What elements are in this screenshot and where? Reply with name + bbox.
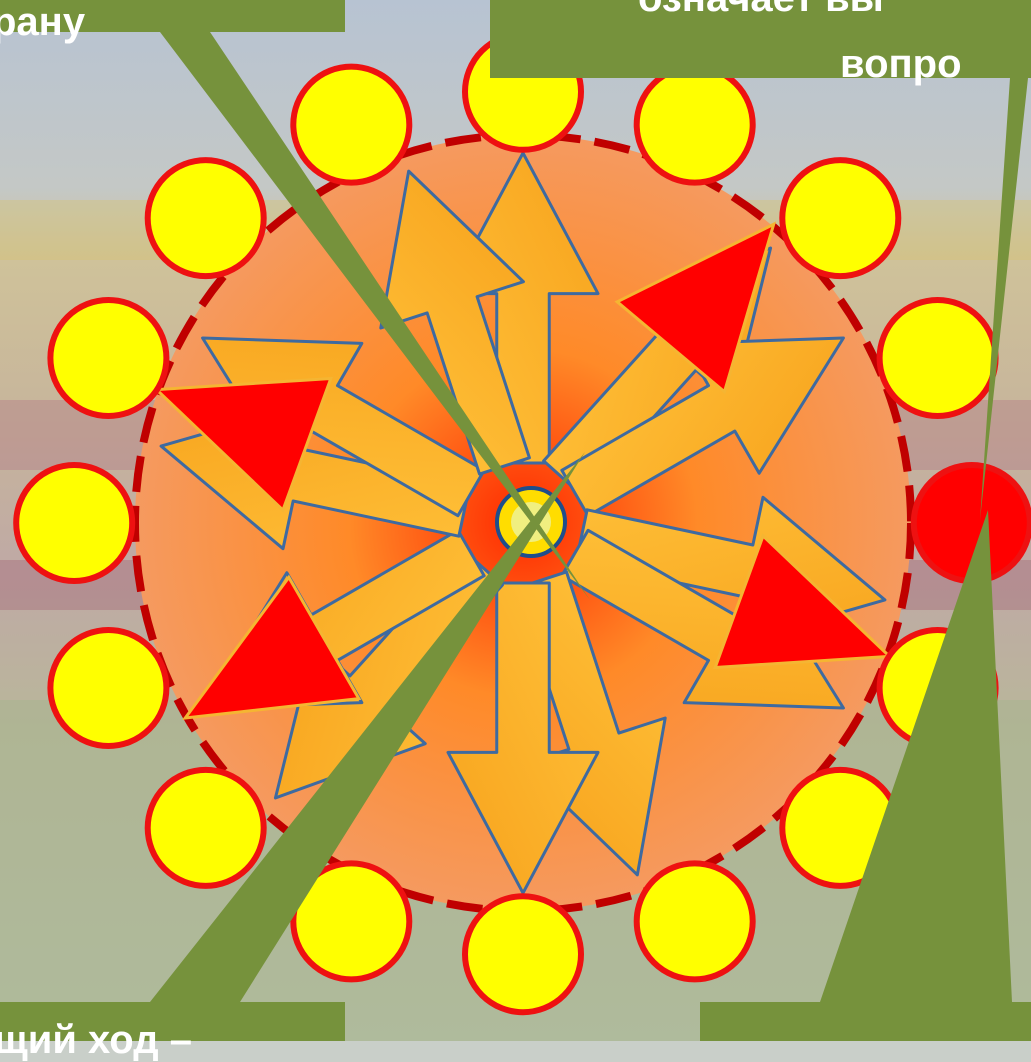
callout-text-top-left: рану xyxy=(0,2,85,42)
sector-dot[interactable] xyxy=(465,896,581,1012)
sector-dot[interactable] xyxy=(148,160,264,276)
sector-dot[interactable] xyxy=(50,630,166,746)
sector-dot[interactable] xyxy=(637,863,753,979)
callout-text-top-right-line1: означает вы xyxy=(638,0,884,18)
sector-dot[interactable] xyxy=(293,67,409,183)
sector-dot[interactable] xyxy=(50,300,166,416)
callout-text-top-right-line2: вопро xyxy=(840,44,962,84)
sector-dot[interactable] xyxy=(880,300,996,416)
sector-dot[interactable] xyxy=(637,67,753,183)
sector-dot[interactable] xyxy=(148,770,264,886)
sector-dot[interactable] xyxy=(782,160,898,276)
callout-text-bottom-left: щий ход – xyxy=(0,1020,192,1060)
sector-dot[interactable] xyxy=(16,465,132,581)
